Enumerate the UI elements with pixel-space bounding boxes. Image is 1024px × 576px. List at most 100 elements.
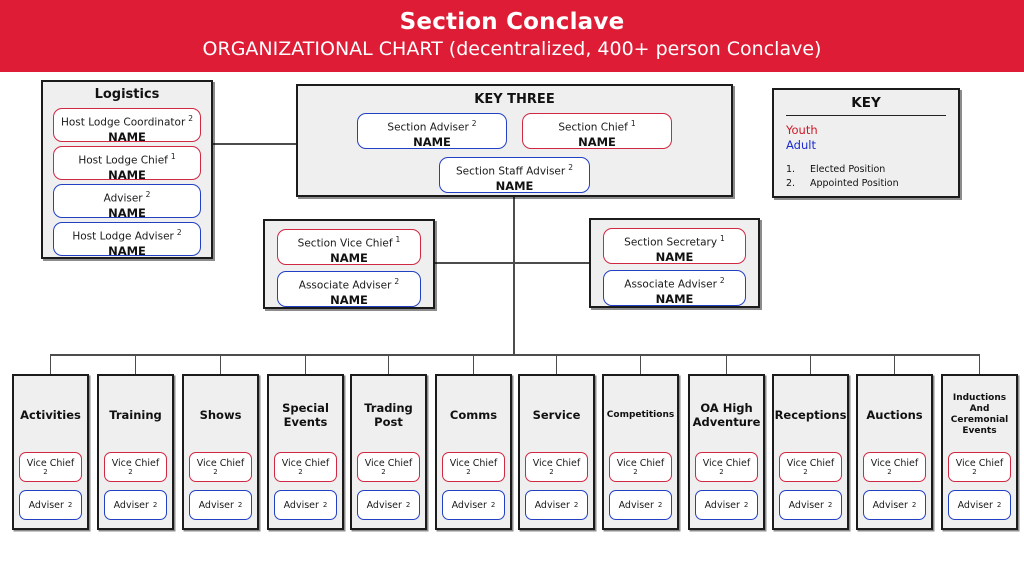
vice-chief-sup: 2 (466, 468, 471, 476)
connector-vicechief-secretary (435, 262, 589, 264)
page-subtitle: ORGANIZATIONAL CHART (decentralized, 400… (202, 38, 822, 60)
vice-chief-sup: 2 (549, 468, 554, 476)
committee-title: Inductions And Ceremonial Events (950, 393, 1009, 436)
adviser-sup: 2 (490, 501, 496, 509)
connector-drop-inductions-and-ceremonial-events (978, 354, 981, 375)
adviser-label: Adviser (451, 499, 487, 511)
logistics-title: Logistics (94, 87, 160, 102)
committee-title: Auctions (866, 407, 923, 422)
adviser-sup: 2 (996, 501, 1002, 509)
committee-title: Shows (199, 407, 242, 422)
key-title: KEY (851, 95, 881, 111)
vice-chief-sup: 2 (298, 468, 303, 476)
committee-title: Service (532, 407, 581, 422)
connector-center-vertical (513, 197, 515, 355)
committee-title: Receptions (774, 407, 847, 422)
connector-drop-oa-high-adventure (725, 354, 728, 375)
adviser-label: Adviser (198, 499, 234, 511)
position-name: NAME (578, 134, 616, 149)
position-name: NAME (495, 178, 534, 193)
vice-chief-label: Vice Chief (870, 458, 919, 469)
key-divider (786, 115, 946, 116)
key-three-title: KEY THREE (474, 92, 555, 107)
connector-drop-receptions (809, 354, 812, 375)
adviser-label: Adviser (28, 499, 64, 511)
committee-title: Activities (20, 407, 81, 422)
connector-drop-auctions (893, 354, 896, 375)
vice-chief-label: Vice Chief (702, 458, 751, 469)
vice-chief-sup: 2 (887, 468, 892, 476)
key-legend-list: 1.Elected Position 2.Appointed Position (786, 163, 946, 191)
adviser-label: Adviser (534, 499, 570, 511)
key-youth-label: Youth (786, 123, 818, 137)
vice-chief-label: Vice Chief (616, 458, 665, 469)
adviser-sup: 2 (237, 501, 243, 509)
position-name: NAME (108, 243, 146, 258)
vice-chief-sup: 2 (803, 468, 808, 476)
vice-chief-label: Vice Chief (196, 458, 245, 469)
position-name: NAME (655, 291, 694, 306)
header-banner: Section Conclave ORGANIZATIONAL CHART (d… (0, 0, 1024, 72)
position-name: NAME (330, 250, 368, 265)
connector-drop-comms (472, 354, 475, 375)
key-legend-panel: KEY Youth Adult 1.Elected Position 2.App… (772, 88, 960, 198)
adviser-sup: 2 (827, 501, 833, 509)
key-adult-label: Adult (786, 138, 816, 152)
committee-title: Special Events (282, 400, 329, 429)
vice-chief-label: Vice Chief (111, 458, 160, 469)
connector-drop-shows (219, 354, 222, 375)
committee-title: Comms (449, 407, 498, 422)
connector-drop-training (134, 354, 137, 375)
vice-chief-label: Vice Chief (26, 458, 75, 469)
adviser-sup: 2 (657, 501, 663, 509)
connector-drop-competitions (639, 354, 642, 375)
adviser-sup: 2 (67, 501, 73, 509)
adviser-sup: 2 (322, 501, 328, 509)
adviser-label: Adviser (283, 499, 319, 511)
position-name: NAME (108, 205, 146, 220)
vice-chief-sup: 2 (128, 468, 133, 476)
vice-chief-label: Vice Chief (955, 458, 1004, 469)
position-name: NAME (330, 292, 368, 307)
adviser-label: Adviser (113, 499, 149, 511)
